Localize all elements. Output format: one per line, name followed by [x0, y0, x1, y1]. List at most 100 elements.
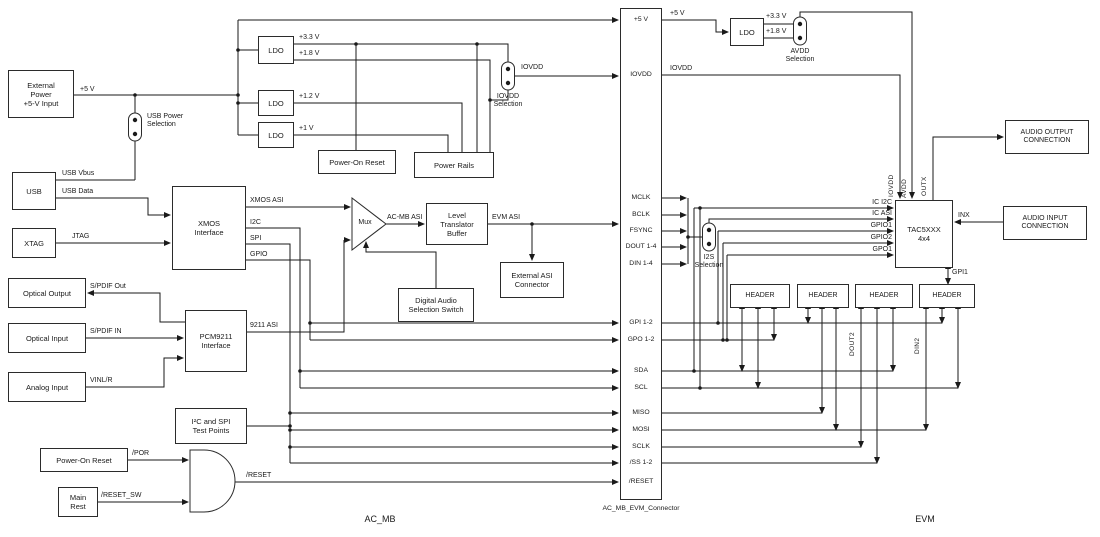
net-i2c: I2C: [250, 219, 261, 226]
ldo-3v3-1v8-block: LDO: [258, 36, 294, 64]
net-reset: /RESET: [246, 472, 272, 479]
pin-ss: /SS 1-2: [629, 459, 653, 466]
ldo-1v-block: LDO: [258, 122, 294, 148]
net-outx-vertical: OUTX: [921, 176, 928, 196]
pin-iovdd: IOVDD: [630, 71, 652, 78]
pin-fsync: FSYNC: [629, 227, 653, 234]
net-3v3: +3.3 V: [299, 34, 320, 41]
optical-input-block: Optical Input: [8, 323, 86, 353]
net-iovdd-vertical: IOVDD: [888, 174, 895, 197]
net-evm-asi: EVM ASI: [492, 214, 521, 221]
net-xmos-asi: XMOS ASI: [250, 197, 284, 204]
net-ac-mb-asi: AC-MB ASI: [387, 214, 423, 221]
pcm9211-interface-block: PCM9211 Interface: [185, 310, 247, 372]
net-din2-vertical: DIN2: [914, 337, 921, 354]
plain-wires: [56, 20, 958, 464]
pin-gpi: GPI 1-2: [629, 319, 653, 326]
net-i2s-selection: I2S Selection: [694, 254, 724, 270]
net-5v-right: +5 V: [670, 10, 685, 17]
net-1v8: +1.8 V: [299, 50, 320, 57]
xtag-block: XTAG: [12, 228, 56, 258]
net-9211-asi: 9211 ASI: [250, 322, 278, 329]
audio-output-connection-block: AUDIO OUTPUT CONNECTION: [1005, 120, 1089, 154]
header2-block: HEADER: [797, 284, 849, 308]
net-iovdd-right: IOVDD: [670, 65, 693, 72]
optical-output-block: Optical Output: [8, 278, 86, 308]
net-usb-data: USB Data: [62, 188, 94, 195]
net-spi: SPI: [250, 235, 262, 242]
net-gpo1: GPO1: [872, 246, 892, 253]
arrow-wires: [56, 11, 1004, 505]
pin-sclk: SCLK: [632, 443, 650, 450]
net-dout2-vertical: DOUT2: [849, 331, 856, 356]
net-vinlr: VINL/R: [90, 377, 113, 384]
net-inx: INX: [958, 212, 970, 219]
net-avdd-selection: AVDD Selection: [785, 48, 815, 64]
power-on-reset-mid-block: Power-On Reset: [318, 150, 396, 174]
net-por: /POR: [132, 450, 150, 457]
net-jtag: JTAG: [72, 233, 90, 240]
pin-bclk: BCLK: [632, 211, 650, 218]
ldo-avdd-block: LDO: [730, 18, 764, 46]
avdd-selection-jumper: [793, 16, 807, 46]
net-usb-vbus: USB Vbus: [62, 170, 95, 177]
junction-dots: [133, 42, 729, 449]
external-asi-connector-block: External ASI Connector: [500, 262, 564, 298]
xmos-interface-block: XMOS Interface: [172, 186, 246, 270]
i2s-selection-jumper: [702, 222, 716, 252]
header1-block: HEADER: [730, 284, 790, 308]
iovdd-selection-jumper: [501, 61, 515, 91]
net-gpi1: GPI1: [952, 269, 968, 276]
net-ic-asi: IC ASI: [872, 210, 892, 217]
net-avdd-vertical: AVDD: [901, 178, 908, 198]
net-1v2: +1.2 V: [299, 93, 320, 100]
net-5v-left: +5 V: [80, 86, 95, 93]
mux-shape: [351, 196, 387, 252]
pin-sda: SDA: [634, 367, 648, 374]
net-spdif-in: S/PDIF IN: [90, 328, 122, 335]
net-spdif-out: S/PDIF Out: [90, 283, 126, 290]
pin-mclk: MCLK: [631, 194, 651, 201]
external-power-block: External Power +5-V Input: [8, 70, 74, 118]
main-reset-block: Main Rest: [58, 487, 98, 517]
net-1v8-right: +1.8 V: [766, 28, 787, 35]
net-gpio1: GPIO1: [870, 222, 892, 229]
connector-caption: AC_MB_EVM_Connector: [602, 505, 680, 512]
pin-scl: SCL: [634, 384, 648, 391]
analog-input-block: Analog Input: [8, 372, 86, 402]
reset-gate-shape: [189, 449, 236, 513]
net-reset-sw: /RESET_SW: [101, 492, 142, 499]
ac-mb-region-caption: AC_MB: [364, 514, 396, 524]
pin-din: DIN 1-4: [629, 260, 653, 267]
power-on-reset-left-block: Power-On Reset: [40, 448, 128, 472]
pin-gpo: GPO 1-2: [627, 336, 655, 343]
pin-mosi: MOSI: [632, 426, 650, 433]
header3-block: HEADER: [855, 284, 913, 308]
net-gpio: GPIO: [250, 251, 268, 258]
mux-label: Mux: [358, 219, 372, 226]
evm-region-caption: EVM: [915, 514, 935, 524]
pin-5v: +5 V: [633, 16, 649, 23]
level-translator-block: Level Translator Buffer: [426, 203, 488, 245]
power-rails-block: Power Rails: [414, 152, 494, 178]
audio-input-connection-block: AUDIO INPUT CONNECTION: [1003, 206, 1087, 240]
tac5xxx-block: TAC5XXX 4x4: [895, 200, 953, 268]
net-iovdd-left: IOVDD: [521, 64, 544, 71]
usb-power-selection-jumper: [128, 112, 142, 142]
net-iovdd-selection: IOVDD Selection: [493, 93, 523, 109]
test-points-block: I²C and SPI Test Points: [175, 408, 247, 444]
net-gpio2: GPIO2: [870, 234, 892, 241]
net-3v3-right: +3.3 V: [766, 13, 787, 20]
usb-block: USB: [12, 172, 56, 210]
pin-reset: /RESET: [628, 478, 654, 485]
net-usb-power-selection: USB Power Selection: [147, 113, 184, 129]
net-1v: +1 V: [299, 125, 314, 132]
ldo-1v2-block: LDO: [258, 90, 294, 116]
net-ic-i2c: IC I2C: [872, 199, 892, 206]
ac-mb-evm-connector: [620, 8, 662, 500]
pin-miso: MISO: [632, 409, 650, 416]
pin-dout: DOUT 1-4: [625, 243, 657, 250]
header4-block: HEADER: [919, 284, 975, 308]
